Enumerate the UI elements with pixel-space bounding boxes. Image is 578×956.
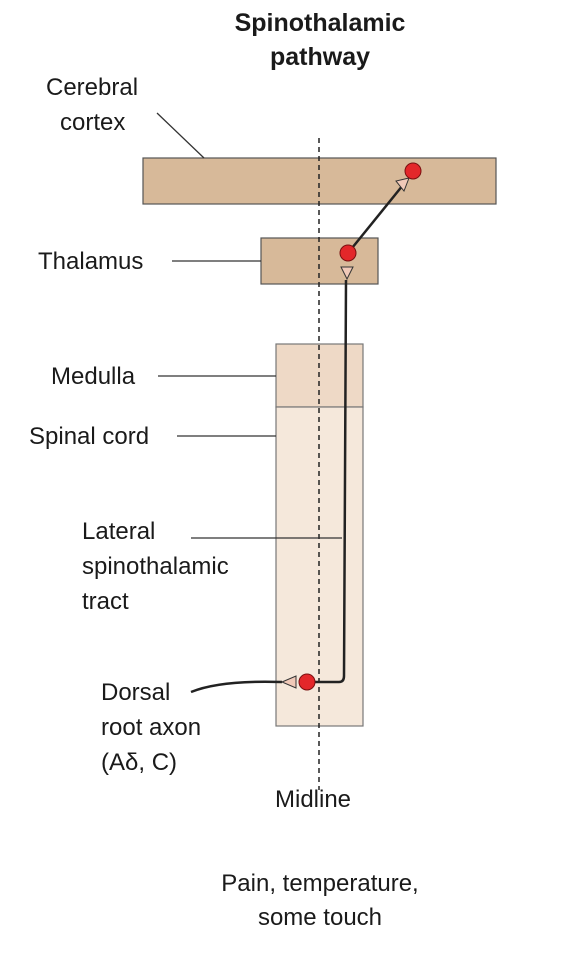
medulla-label: Medulla [51, 363, 136, 390]
thalamic-neuron-cell-body [339, 244, 357, 262]
tract-label-line-2: spinothalamic [82, 553, 229, 580]
midline-label: Midline [275, 786, 352, 813]
modality-caption: Pain, temperature, some touch [160, 867, 480, 935]
lateral-spinothalamic-tract-label: Lateral spinothalamic tract [82, 514, 229, 619]
title-line-1: Spinothalamic [234, 9, 406, 37]
tract-label-line-1: Lateral [82, 518, 156, 545]
cerebral-cortex-block [142, 157, 497, 205]
caption-line-1: Pain, temperature, [221, 870, 419, 897]
dorsal-root-label-line-3: (Aδ, C) [101, 749, 178, 776]
cortical-terminal-icon [395, 177, 410, 192]
dorsal-root-terminal-icon [280, 675, 297, 689]
thalamocortical-axon [347, 184, 404, 254]
spinal-cord-label: Spinal cord [29, 423, 150, 450]
cerebral-cortex-label: Cerebral cortex [46, 70, 138, 140]
caption-line-2: some touch [257, 904, 383, 931]
spinal-neuron-cell-body [298, 673, 316, 691]
lateral-spinothalamic-axon [307, 279, 348, 684]
cerebral-cortex-label-line-2: cortex [60, 109, 126, 136]
dorsal-root-label-line-2: root axon [101, 714, 202, 741]
cortex-leader-line [156, 112, 205, 159]
title-line-2: pathway [269, 43, 371, 71]
dorsal-root-axon [190, 680, 283, 694]
diagram-title: Spinothalamic pathway [180, 6, 460, 74]
thalamic-terminal-icon [340, 266, 354, 281]
dorsal-root-label-line-1: Dorsal [101, 679, 171, 706]
cerebral-cortex-label-line-1: Cerebral [46, 74, 139, 101]
dorsal-root-axon-label: Dorsal root axon (Aδ, C) [101, 675, 201, 780]
cortical-neuron-cell-body [404, 162, 422, 180]
tract-label-line-3: tract [82, 588, 129, 615]
thalamus-label: Thalamus [38, 248, 144, 275]
